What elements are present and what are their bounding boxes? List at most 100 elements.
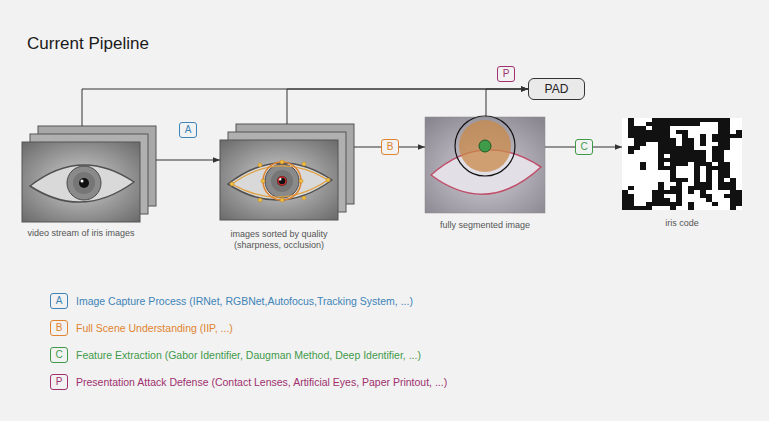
- code-cells-part: [664, 150, 670, 154]
- code-cells-part: [718, 130, 724, 134]
- code-cells-part: [718, 178, 724, 182]
- code-cells-part: [724, 174, 730, 178]
- code-cells-part: [664, 134, 670, 138]
- segmented-eye-part: [459, 120, 511, 172]
- code-cells-part: [730, 198, 736, 202]
- code-cells-part: [736, 134, 742, 138]
- sorted-stack-part-part: [302, 196, 306, 200]
- legend-text: Image Capture Process (IRNet, RGBNet,Aut…: [76, 294, 413, 308]
- code-cells-part: [718, 186, 724, 190]
- code-cells-part: [712, 202, 718, 206]
- code-cells-part: [658, 126, 664, 130]
- code-cells-part: [646, 122, 652, 126]
- code-cells-part: [694, 182, 700, 186]
- code-cells-part: [676, 186, 682, 190]
- code-cells-part: [736, 202, 742, 206]
- code-cells-part: [658, 118, 664, 122]
- code-cells-part: [628, 130, 634, 134]
- sorted-stack-part-part: [326, 178, 330, 182]
- code-cells-part: [640, 162, 646, 166]
- code-cells-part: [658, 150, 664, 154]
- code-cells: [622, 118, 742, 210]
- code-cells-part: [670, 142, 676, 146]
- code-cells-part: [664, 166, 670, 170]
- code-cells-part: [730, 202, 736, 206]
- image-stack: images sorted by quality (sharpness, occ…: [220, 124, 354, 253]
- code-cells-part: [688, 202, 694, 206]
- sorted-stack-part-part: [220, 140, 338, 220]
- code-cells-part: [718, 154, 724, 158]
- code-cells-part: [658, 194, 664, 198]
- code-cells-part: [664, 158, 670, 162]
- code-cells-part: [682, 178, 688, 182]
- code-cells-part: [670, 158, 676, 162]
- code-cells-part: [652, 138, 658, 142]
- code-cells-part: [682, 150, 688, 154]
- sorted-stack-part-part: [258, 198, 262, 202]
- code-cells-part: [634, 146, 640, 150]
- sorted-stack-part-part: [280, 198, 284, 202]
- legend-badge: C: [50, 347, 68, 363]
- iris-code-image-part: [622, 118, 742, 210]
- code-cells-part: [724, 126, 730, 130]
- code-cells-part: [670, 138, 676, 142]
- image-caption: images sorted by quality (sharpness, occ…: [220, 229, 338, 251]
- code-cells-part: [706, 198, 712, 202]
- code-cells-part: [730, 134, 736, 138]
- code-cells-part: [652, 130, 658, 134]
- code-cells-part: [694, 174, 700, 178]
- step-badge: P: [497, 66, 515, 82]
- code-cells-part: [700, 118, 706, 122]
- legend-letter: B: [56, 322, 63, 334]
- code-cells-part: [628, 202, 634, 206]
- code-cells-part: [628, 146, 634, 150]
- code-cells-part: [676, 182, 682, 186]
- code-cells-part: [670, 202, 676, 206]
- code-cells-part: [676, 194, 682, 198]
- code-cells-part: [658, 166, 664, 170]
- legend-badge: A: [50, 293, 68, 309]
- code-cells-part: [688, 206, 694, 210]
- code-cells-part: [652, 198, 658, 202]
- code-cells-part: [652, 194, 658, 198]
- code-cells-part: [688, 154, 694, 158]
- code-cells-part: [646, 202, 652, 206]
- code-cells-part: [664, 202, 670, 206]
- legend-text: Feature Extraction (Gabor Identifier, Da…: [76, 348, 421, 362]
- connector: [156, 160, 220, 161]
- code-cells-part: [682, 142, 688, 146]
- code-cells-part: [658, 154, 664, 158]
- code-cells-part: [628, 206, 634, 210]
- code-cells-part: [658, 130, 664, 134]
- code-cells-part: [682, 162, 688, 166]
- image-caption: video stream of iris images: [22, 228, 140, 239]
- code-cells-part: [724, 194, 730, 198]
- code-cells-part: [676, 118, 682, 122]
- code-cells-part: [676, 190, 682, 194]
- code-cells-part: [640, 166, 646, 170]
- code-cells-part: [628, 126, 634, 130]
- code-cells-part: [688, 158, 694, 162]
- code-cells-part: [712, 134, 718, 138]
- code-cells-part: [682, 118, 688, 122]
- code-cells-part: [634, 142, 640, 146]
- code-cells-part: [622, 202, 628, 206]
- code-cells-part: [652, 134, 658, 138]
- code-cells-part: [676, 150, 682, 154]
- code-cells-part: [724, 170, 730, 174]
- code-cells-part: [688, 118, 694, 122]
- sorted-stack-part-part: [299, 179, 303, 183]
- code-cells-part: [658, 138, 664, 142]
- code-cells-part: [670, 206, 676, 210]
- code-cells-part: [628, 122, 634, 126]
- code-cells-part: [670, 178, 676, 182]
- code-cells-part: [724, 118, 730, 122]
- code-cells-part: [706, 162, 712, 166]
- code-cells-part: [622, 198, 628, 202]
- code-cells-part: [658, 158, 664, 162]
- code-cells-part: [712, 118, 718, 122]
- code-cells-part: [664, 146, 670, 150]
- code-cells-part: [670, 150, 676, 154]
- code-cells-part: [718, 138, 724, 142]
- segmented-eye-part: [455, 116, 515, 176]
